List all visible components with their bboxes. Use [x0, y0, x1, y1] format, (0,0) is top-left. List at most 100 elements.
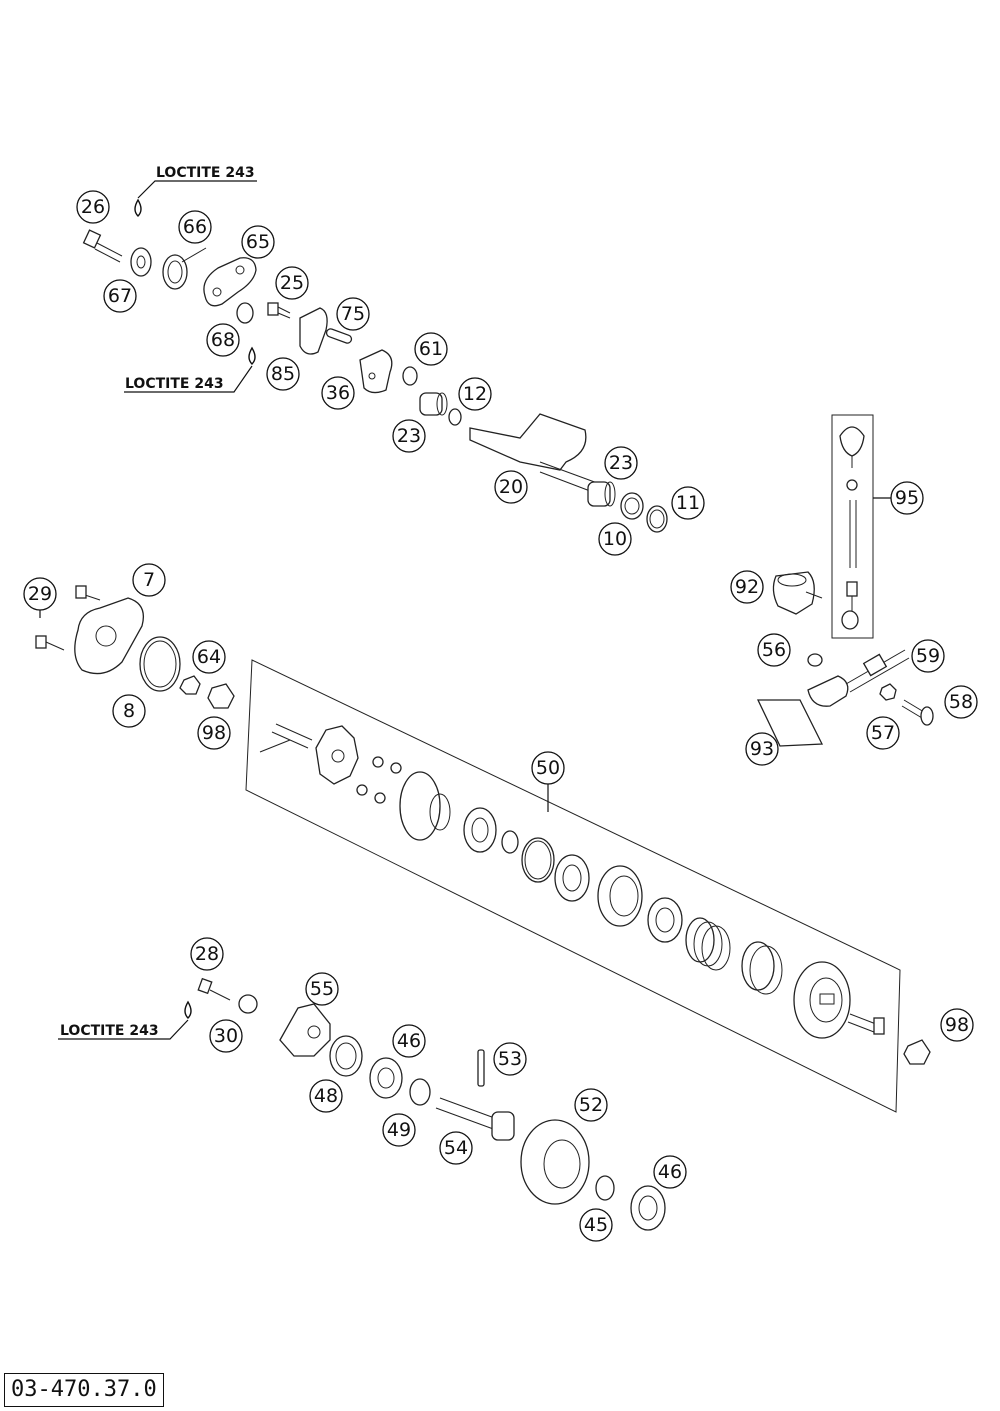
part-washer-68: [236, 302, 254, 324]
callout-7: 7: [132, 563, 166, 597]
callout-55: 55: [305, 972, 339, 1006]
svg-text:65: 65: [246, 231, 270, 253]
svg-text:12: 12: [463, 383, 487, 405]
svg-text:23: 23: [609, 452, 633, 474]
callout-66: 66: [178, 210, 212, 244]
part-cover-7: [74, 597, 145, 675]
callout-85: 85: [266, 357, 300, 391]
part-housing-92: [772, 571, 823, 615]
callout-61: 61: [414, 332, 448, 366]
loctite-label-top: LOCTITE 243: [156, 165, 255, 181]
svg-text:92: 92: [735, 576, 759, 598]
part-lever-65: [203, 257, 257, 307]
callout-75: 75: [336, 297, 370, 331]
part-nut-98-left: [207, 683, 235, 709]
part-shaft-20: [469, 413, 601, 495]
part-bolt-29-upper: [75, 585, 87, 599]
svg-text:54: 54: [444, 1137, 468, 1159]
part-group-95-box: [831, 414, 874, 639]
part-64: [179, 675, 201, 695]
svg-text:11: 11: [676, 492, 700, 514]
part-group-50: [245, 659, 901, 1113]
callout-20: 20: [494, 470, 528, 504]
part-pin-75: [325, 328, 353, 344]
part-sleeve: [597, 865, 643, 927]
part-driver-disc: [399, 771, 441, 841]
callout-46-lower: 46: [653, 1155, 687, 1189]
part-circlip-45: [595, 1175, 615, 1201]
svg-text:7: 7: [143, 569, 155, 591]
svg-text:8: 8: [123, 700, 135, 722]
callout-56: 56: [757, 633, 791, 667]
callout-57: 57: [866, 716, 900, 750]
svg-text:10: 10: [603, 528, 627, 550]
part-shaft-54: [435, 1097, 515, 1141]
part-impeller: [315, 725, 359, 785]
callout-36: 36: [321, 376, 355, 410]
diagram-reference-number: 03-470.37.0: [4, 1373, 164, 1407]
callout-95: 95: [890, 481, 924, 515]
svg-text:55: 55: [310, 978, 334, 1000]
loctite-label-mid: LOCTITE 243: [125, 376, 224, 392]
part-bracket-36: [359, 349, 393, 394]
top-assembly: [82, 180, 668, 533]
callout-11: 11: [671, 486, 705, 520]
part-nut-57: [879, 683, 897, 701]
callout-25: 25: [275, 266, 309, 300]
part-bearing-50b: [554, 854, 590, 902]
callout-49: 49: [382, 1113, 416, 1147]
svg-text:48: 48: [314, 1085, 338, 1107]
loctite-drop-mid: [248, 346, 256, 365]
callout-23-upper: 23: [392, 419, 426, 453]
part-pin-53: [477, 1049, 485, 1087]
svg-text:56: 56: [762, 639, 786, 661]
part-bracket-55: [279, 1003, 331, 1057]
callout-29: 29: [23, 577, 57, 611]
part-spring: [685, 917, 715, 963]
part-bushing-61: [402, 366, 418, 386]
callout-53: 53: [493, 1042, 527, 1076]
left-cover-assembly: [35, 585, 235, 709]
part-shaft-59: [807, 649, 910, 707]
right-assembly: [756, 414, 934, 747]
loctite-label-bottom: LOCTITE 243: [60, 1023, 159, 1039]
svg-text:36: 36: [326, 382, 350, 404]
svg-text:61: 61: [419, 338, 443, 360]
callout-8: 8: [112, 694, 146, 728]
callout-65: 65: [241, 225, 275, 259]
part-screw-25: [267, 302, 291, 319]
part-ring-49: [409, 1078, 431, 1106]
svg-text:53: 53: [498, 1048, 522, 1070]
part-bearing-23-lower: [587, 481, 616, 507]
svg-text:46: 46: [658, 1161, 682, 1183]
svg-text:30: 30: [214, 1025, 238, 1047]
callout-64: 64: [192, 640, 226, 674]
loctite-drop-top: [134, 198, 142, 217]
part-bearing-46-upper: [369, 1057, 403, 1099]
svg-text:58: 58: [949, 691, 973, 713]
part-plate-85: [299, 307, 328, 355]
svg-text:45: 45: [584, 1214, 608, 1236]
callout-10: 10: [598, 522, 632, 556]
svg-text:95: 95: [895, 487, 919, 509]
callout-48: 48: [309, 1079, 343, 1113]
callout-93: 93: [745, 732, 779, 766]
part-gasket-93: [756, 699, 824, 747]
callout-67: 67: [103, 279, 137, 313]
part-bearing-50a: [463, 807, 497, 853]
callout-68: 68: [206, 323, 240, 357]
part-nut-98-right: [903, 1039, 931, 1065]
part-washer-30: [238, 994, 258, 1014]
callout-23-lower: 23: [604, 446, 638, 480]
callout-28: 28: [190, 937, 224, 971]
part-bolt-29-lower: [35, 635, 47, 649]
part-gear-52: [520, 1119, 590, 1205]
callout-98-right: 98: [940, 1008, 974, 1042]
svg-text:68: 68: [211, 329, 235, 351]
callout-59: 59: [911, 639, 945, 673]
part-oring-8: [139, 636, 181, 692]
svg-text:98: 98: [202, 722, 226, 744]
svg-text:66: 66: [183, 216, 207, 238]
svg-text:20: 20: [499, 476, 523, 498]
